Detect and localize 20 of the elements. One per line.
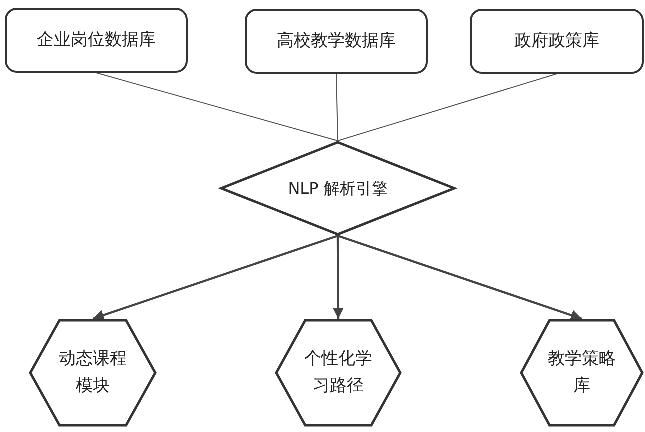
arrow [332,236,344,319]
connector-line [336,74,338,142]
node-label: 政府政策库 [514,30,600,53]
arrow [92,234,338,321]
database-box [470,9,644,74]
database-box [245,9,428,74]
node-label: 个性化学习路径 [304,348,374,398]
module-hexagon [29,319,157,427]
decision-diamond [220,141,456,236]
node-label: 高校教学数据库 [277,30,396,53]
connector-line [338,74,558,142]
connector-line [96,72,338,142]
node-label: 企业岗位数据库 [37,28,156,52]
node-label: 动态课程模块 [58,348,128,398]
module-hexagon [275,319,402,427]
module-hexagon [520,319,644,427]
node-label: 教学策略库 [547,348,617,398]
arrow [338,234,582,321]
database-box [5,8,188,73]
node-label: NLP 解析引擎 [288,178,388,200]
